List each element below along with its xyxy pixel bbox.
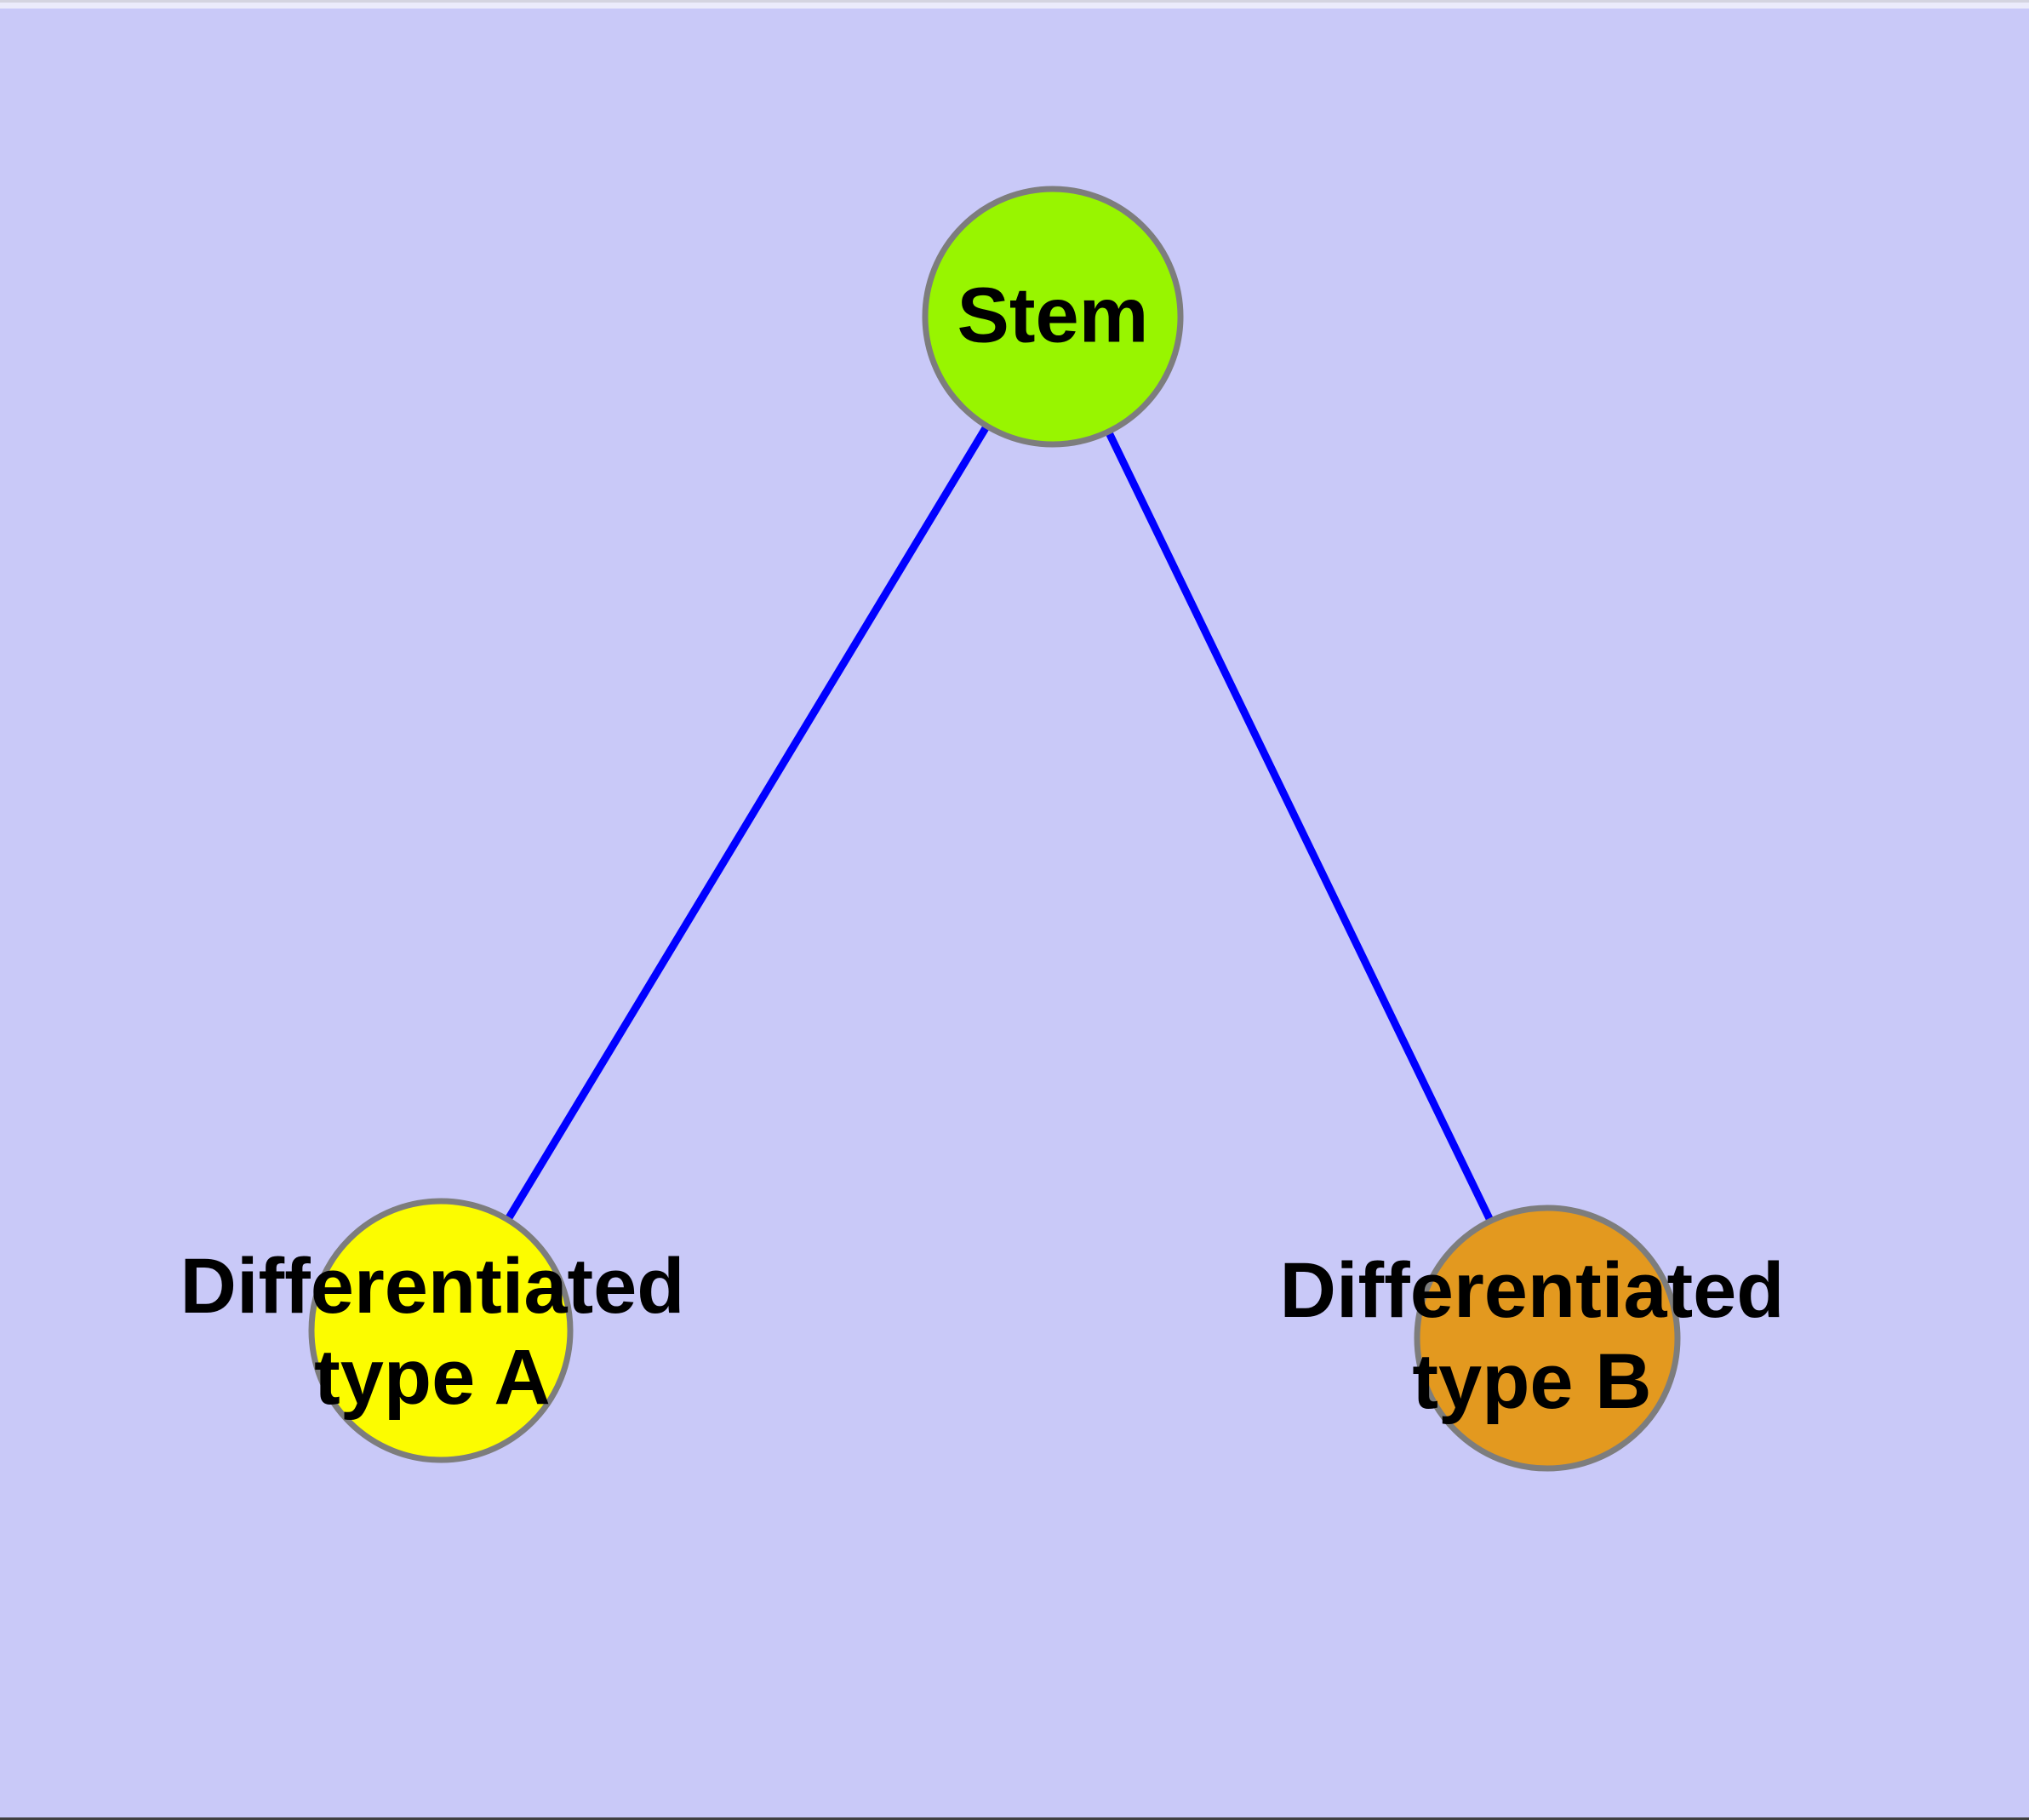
node-type-a-circle bbox=[308, 1198, 574, 1463]
edge-stem-to-type-b bbox=[1049, 315, 1552, 1340]
edge-stem-to-type-a bbox=[437, 314, 1056, 1333]
node-type-a-label: Differentiated type A bbox=[180, 1243, 685, 1421]
node-stem-label: Stem bbox=[957, 272, 1149, 359]
node-stem-circle bbox=[922, 186, 1184, 448]
window-top-edge bbox=[0, 0, 2029, 9]
node-type-b-label: Differentiated type B bbox=[1279, 1247, 1785, 1425]
node-type-b-circle bbox=[1414, 1205, 1681, 1472]
window-bottom-edge bbox=[0, 1817, 2029, 1820]
